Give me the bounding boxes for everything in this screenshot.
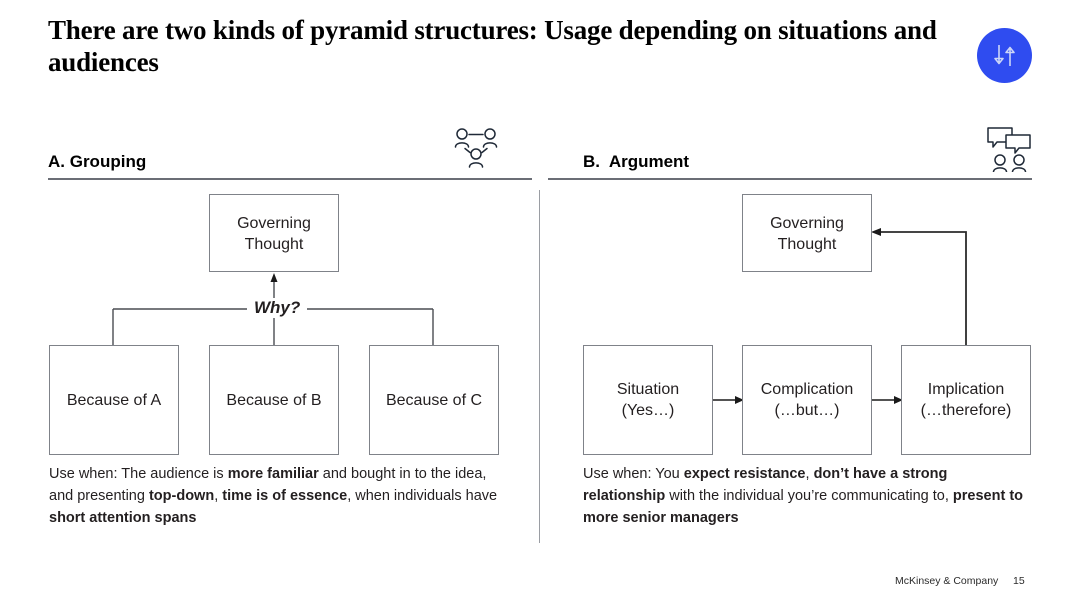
column-divider: [539, 190, 540, 543]
section-rule-grouping: [48, 178, 532, 180]
body-text: ,: [805, 466, 814, 482]
node-complication[interactable]: Complication (…but…): [742, 345, 872, 455]
node-implication[interactable]: Implication (…therefore): [901, 345, 1031, 455]
node-situation[interactable]: Situation (Yes…): [583, 345, 713, 455]
node-because-of-a[interactable]: Because of A: [49, 345, 179, 455]
use-when-argument: Use when: You expect resistance, don’t h…: [583, 463, 1033, 529]
node-because-of-c[interactable]: Because of C: [369, 345, 499, 455]
emphasis-text: top-down: [148, 488, 215, 504]
footer-page-number: 15: [1013, 575, 1025, 587]
node-governing-thought-grouping[interactable]: Governing Thought: [209, 194, 339, 272]
connector-label-why: Why?: [247, 298, 308, 318]
section-header-argument: B. Argument: [583, 152, 690, 171]
body-text: ,: [214, 488, 223, 504]
emphasis-text: don’t have a strong relationship: [583, 466, 948, 504]
emphasis-text: short attention spans: [49, 510, 197, 526]
emphasis-text: present to more senior managers: [583, 488, 1024, 526]
use-when-grouping: Use when: The audience is more familiar …: [49, 463, 509, 529]
body-text: , when individuals have: [347, 488, 498, 504]
body-text: and bought in to the idea, and presentin…: [49, 466, 487, 504]
section-header-grouping: A. Grouping: [48, 152, 147, 171]
body-text: Use when: You: [583, 466, 684, 482]
people-group-icon: [452, 126, 502, 172]
emphasis-text: more familiar: [227, 466, 319, 482]
speech-bubbles-people-icon: [985, 126, 1035, 172]
node-because-of-b[interactable]: Because of B: [209, 345, 339, 455]
emphasis-text: expect resistance: [683, 466, 806, 482]
body-text: with the individual you’re communicating…: [665, 488, 953, 504]
body-text: Use when: The audience is: [49, 466, 228, 482]
node-governing-thought-argument[interactable]: Governing Thought: [742, 194, 872, 272]
page-title: There are two kinds of pyramid structure…: [48, 15, 937, 77]
emphasis-text: time is of essence: [222, 488, 348, 504]
section-rule-argument: [548, 178, 1032, 180]
footer-brand: McKinsey & Company: [895, 575, 999, 587]
up-down-arrows-icon: [977, 28, 1032, 83]
